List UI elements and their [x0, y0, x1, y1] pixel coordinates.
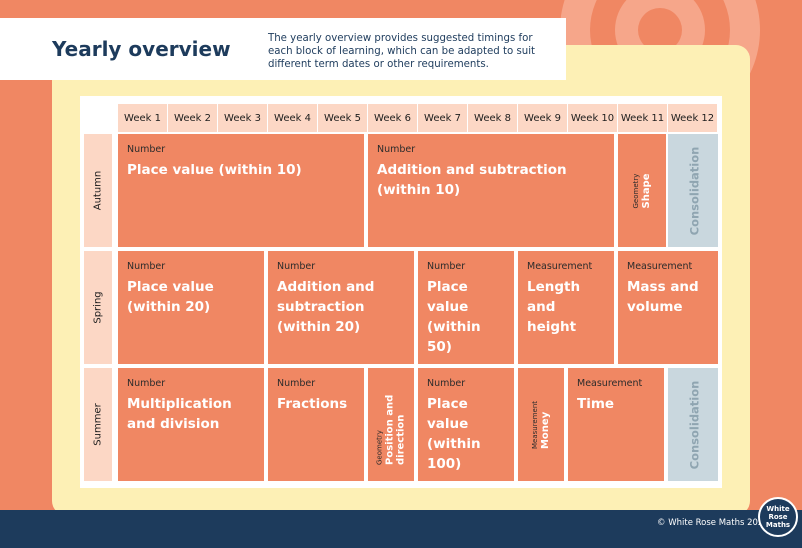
block-summer-money: Measurement Money	[518, 368, 564, 481]
term-label-autumn: Autumn	[84, 134, 112, 247]
logo-text: Rose	[768, 513, 788, 521]
block-title: Consolidation	[687, 146, 702, 235]
block-spring-mass-volume: Measurement Mass and volume	[618, 251, 718, 364]
block-title: Place value (within 20)	[127, 279, 214, 315]
decorative-swirl	[638, 8, 682, 52]
block-title: Length and height	[527, 279, 581, 335]
block-summer-time: Measurement Time	[568, 368, 664, 481]
block-title: Money	[540, 411, 551, 449]
block-category: Geometry	[632, 173, 640, 209]
copyright-text: © White Rose Maths 2022	[657, 518, 769, 528]
block-summer-position-direction: Geometry Position and direction	[368, 368, 414, 481]
block-title: Place value (within 50)	[427, 279, 481, 355]
week-header: Week 1	[118, 104, 167, 132]
block-title: Mass and volume	[627, 279, 699, 315]
block-title: Shape	[641, 172, 652, 209]
week-header: Week 2	[168, 104, 217, 132]
block-category: Measurement	[627, 261, 693, 272]
week-header: Week 9	[518, 104, 567, 132]
header-box	[0, 18, 566, 80]
block-category: Geometry	[375, 429, 384, 465]
week-header: Week 10	[568, 104, 617, 132]
block-autumn-place-value: Number Place value (within 10)	[118, 134, 364, 247]
week-header: Week 7	[418, 104, 467, 132]
week-header: Week 3	[218, 104, 267, 132]
block-title: Place value (within 10)	[127, 162, 302, 178]
block-category: Number	[277, 378, 316, 389]
block-summer-multiplication-division: Number Multiplication and division	[118, 368, 264, 481]
term-label-text: Autumn	[92, 170, 104, 211]
block-autumn-addition-subtraction: Number Addition and subtraction (within …	[368, 134, 614, 247]
block-summer-consolidation: Consolidation	[668, 368, 718, 481]
block-autumn-consolidation: Consolidation	[668, 134, 718, 247]
block-spring-place-value-50: Number Place value (within 50)	[418, 251, 514, 364]
block-spring-length-height: Measurement Length and height	[518, 251, 614, 364]
block-category: Measurement	[577, 378, 643, 389]
page-title: Yearly overview	[52, 37, 231, 61]
week-header: Week 12	[668, 104, 717, 132]
block-title: Position and direction	[384, 394, 407, 465]
week-header: Week 11	[618, 104, 667, 132]
term-label-text: Spring	[92, 291, 104, 324]
term-label-spring: Spring	[84, 251, 112, 364]
logo-text: White	[766, 505, 790, 513]
block-title: Place value (within 100)	[427, 396, 481, 472]
block-category: Number	[127, 261, 166, 272]
block-spring-addition-subtraction: Number Addition and subtraction (within …	[268, 251, 414, 364]
block-title: Fractions	[277, 396, 348, 412]
block-category: Number	[277, 261, 316, 272]
block-category: Measurement	[527, 261, 593, 272]
block-title: Addition and subtraction (within 20)	[277, 279, 375, 335]
week-header: Week 5	[318, 104, 367, 132]
week-header: Week 8	[468, 104, 517, 132]
block-category: Number	[127, 378, 166, 389]
week-header: Week 4	[268, 104, 317, 132]
block-category: Number	[377, 144, 416, 155]
block-summer-fractions: Number Fractions	[268, 368, 364, 481]
footer-bar	[0, 510, 802, 548]
block-category: Number	[427, 261, 466, 272]
page-description: The yearly overview provides suggested t…	[268, 33, 536, 70]
block-autumn-shape: Geometry Shape	[618, 134, 666, 247]
block-category: Measurement	[531, 400, 539, 449]
block-summer-place-value-100: Number Place value (within 100)	[418, 368, 514, 481]
block-title: Consolidation	[687, 380, 702, 469]
block-spring-place-value-20: Number Place value (within 20)	[118, 251, 264, 364]
logo-text: Maths	[765, 521, 791, 529]
block-category: Number	[427, 378, 466, 389]
block-title: Addition and subtraction (within 10)	[377, 162, 567, 198]
block-title: Time	[577, 396, 615, 412]
term-label-text: Summer	[92, 403, 104, 446]
week-header: Week 6	[368, 104, 417, 132]
block-title: Multiplication and division	[127, 396, 232, 432]
white-rose-maths-logo: White Rose Maths	[758, 497, 798, 537]
term-label-summer: Summer	[84, 368, 112, 481]
block-category: Number	[127, 144, 166, 155]
